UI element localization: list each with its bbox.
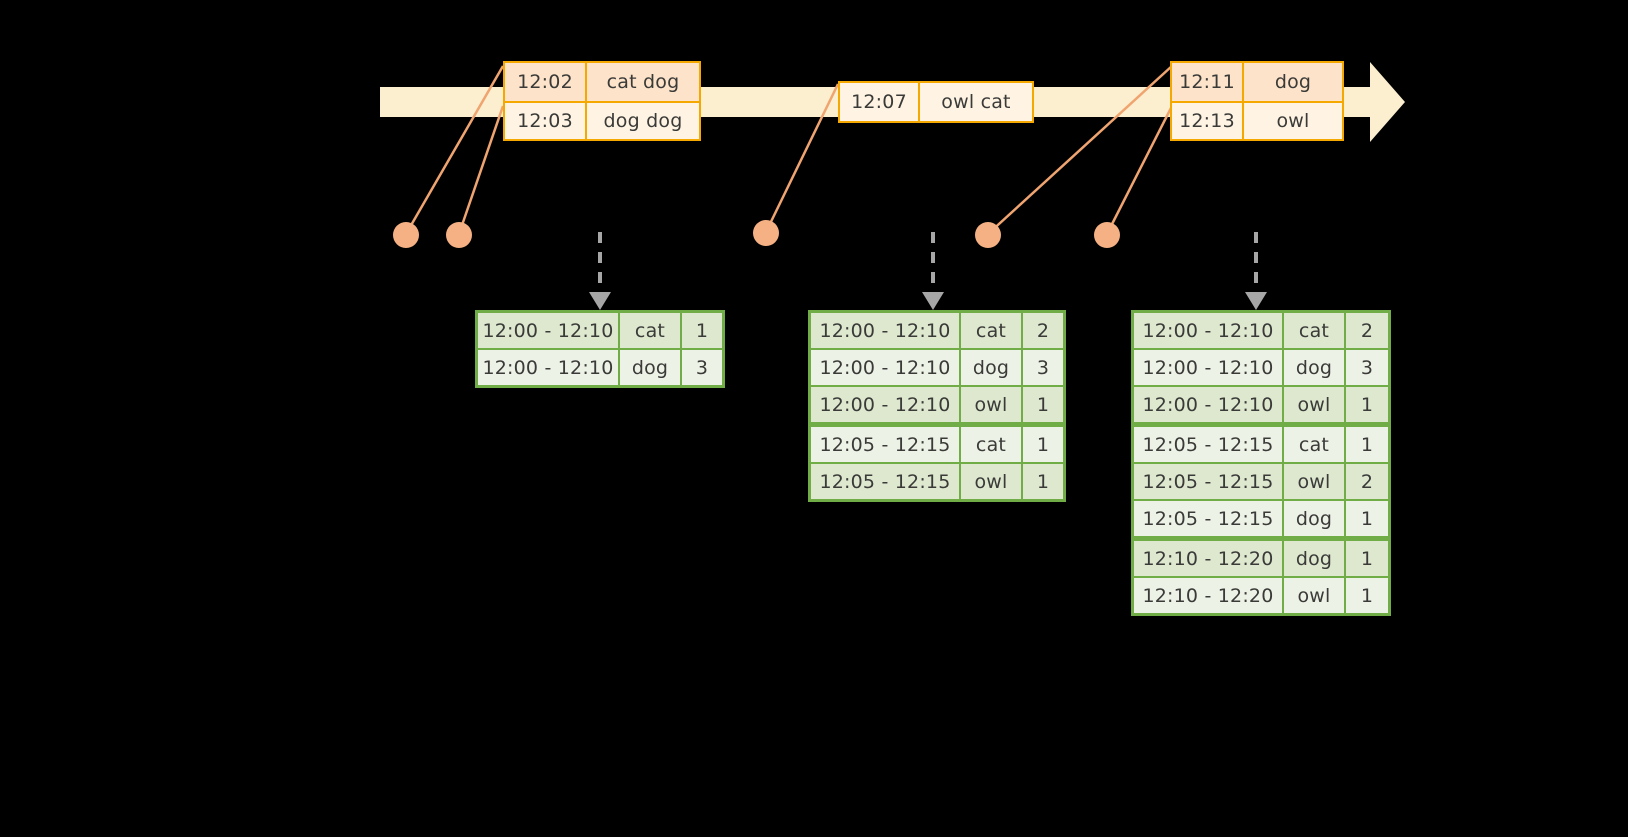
key-cell: dog: [1284, 541, 1344, 576]
count-cell: 1: [1023, 464, 1063, 499]
table-row[interactable]: 12:00 - 12:10 owl 1: [811, 387, 1063, 422]
event-time: 12:02: [505, 63, 587, 101]
event-time: 12:07: [840, 83, 920, 121]
event-row[interactable]: 12:13 owl: [1172, 101, 1342, 139]
table-row[interactable]: 12:10 - 12:20 owl 1: [1134, 578, 1388, 613]
event-value: cat dog: [606, 71, 680, 93]
event-value: dog: [1274, 71, 1312, 93]
table-row[interactable]: 12:10 - 12:20 dog 1: [1134, 541, 1388, 576]
event-row[interactable]: 12:03 dog dog: [505, 101, 699, 139]
event-dot-3: [753, 220, 779, 246]
count-cell: 1: [1023, 427, 1063, 462]
count-cell: 3: [1346, 350, 1388, 385]
arrowhead-3: [1245, 292, 1267, 310]
table-row[interactable]: 12:00 - 12:10 dog 3: [478, 350, 722, 385]
window-cell: 12:10 - 12:20: [1134, 578, 1282, 613]
count-cell: 1: [1346, 387, 1388, 422]
key-cell: owl: [1284, 464, 1344, 499]
table-row[interactable]: 12:00 - 12:10 cat 2: [1134, 313, 1388, 348]
key-cell: owl: [961, 464, 1021, 499]
window-cell: 12:00 - 12:10: [478, 350, 618, 385]
table-row[interactable]: 12:05 - 12:15 cat 1: [811, 427, 1063, 462]
table-row[interactable]: 12:05 - 12:15 dog 1: [1134, 501, 1388, 536]
window-cell: 12:05 - 12:15: [811, 464, 959, 499]
arrowhead-1: [589, 292, 611, 310]
key-cell: owl: [1284, 387, 1344, 422]
event-row[interactable]: 12:07 owl cat: [840, 83, 1032, 121]
window-cell: 12:00 - 12:10: [811, 387, 959, 422]
count-cell: 1: [682, 313, 722, 348]
key-cell: owl: [961, 387, 1021, 422]
table-row[interactable]: 12:05 - 12:15 owl 1: [811, 464, 1063, 499]
count-cell: 1: [1023, 387, 1063, 422]
event-time: 12:11: [1172, 63, 1244, 101]
key-cell: dog: [1284, 350, 1344, 385]
count-cell: 2: [1346, 464, 1388, 499]
events-group-3[interactable]: 12:11 dog 12:13 owl: [1170, 61, 1344, 141]
connector-line-3: [764, 83, 840, 233]
window-cell: 12:00 - 12:10: [1134, 313, 1282, 348]
table-row[interactable]: 12:00 - 12:10 dog 3: [811, 350, 1063, 385]
count-cell: 1: [1346, 427, 1388, 462]
event-dot-5: [1094, 222, 1120, 248]
key-cell: cat: [961, 427, 1021, 462]
window-cell: 12:00 - 12:10: [811, 350, 959, 385]
window-cell: 12:05 - 12:15: [811, 427, 959, 462]
key-cell: dog: [620, 350, 680, 385]
window-cell: 12:10 - 12:20: [1134, 541, 1282, 576]
window-cell: 12:00 - 12:10: [478, 313, 618, 348]
event-row[interactable]: 12:11 dog: [1172, 63, 1342, 101]
count-cell: 2: [1023, 313, 1063, 348]
result-table-1[interactable]: 12:00 - 12:10 cat 1 12:00 - 12:10 dog 3: [475, 310, 725, 388]
event-value: owl: [1276, 110, 1310, 132]
events-group-2[interactable]: 12:07 owl cat: [838, 81, 1034, 123]
event-dot-4: [975, 222, 1001, 248]
connector-line-2: [457, 105, 505, 235]
key-cell: cat: [961, 313, 1021, 348]
window-cell: 12:00 - 12:10: [811, 313, 959, 348]
event-time: 12:13: [1172, 103, 1244, 139]
result-table-3[interactable]: 12:00 - 12:10 cat 2 12:00 - 12:10 dog 3 …: [1131, 310, 1391, 616]
event-dot-1: [393, 222, 419, 248]
count-cell: 1: [1346, 578, 1388, 613]
connector-line-5: [1105, 105, 1174, 235]
result-table-2[interactable]: 12:00 - 12:10 cat 2 12:00 - 12:10 dog 3 …: [808, 310, 1066, 502]
event-value: dog dog: [603, 110, 683, 132]
key-cell: owl: [1284, 578, 1344, 613]
table-pointer-arrows: [598, 232, 1258, 295]
count-cell: 3: [682, 350, 722, 385]
window-cell: 12:05 - 12:15: [1134, 501, 1282, 536]
window-cell: 12:05 - 12:15: [1134, 464, 1282, 499]
window-cell: 12:00 - 12:10: [1134, 387, 1282, 422]
window-cell: 12:05 - 12:15: [1134, 427, 1282, 462]
connector-line-1: [404, 65, 505, 235]
table-row[interactable]: 12:00 - 12:10 dog 3: [1134, 350, 1388, 385]
count-cell: 1: [1346, 501, 1388, 536]
key-cell: cat: [1284, 313, 1344, 348]
table-row[interactable]: 12:05 - 12:15 owl 2: [1134, 464, 1388, 499]
key-cell: dog: [1284, 501, 1344, 536]
arrowhead-2: [922, 292, 944, 310]
event-dot-2: [446, 222, 472, 248]
count-cell: 3: [1023, 350, 1063, 385]
table-row[interactable]: 12:05 - 12:15 cat 1: [1134, 427, 1388, 462]
window-cell: 12:00 - 12:10: [1134, 350, 1282, 385]
key-cell: dog: [961, 350, 1021, 385]
table-pointer-arrowheads: [589, 292, 1267, 310]
key-cell: cat: [620, 313, 680, 348]
table-row[interactable]: 12:00 - 12:10 cat 2: [811, 313, 1063, 348]
event-time: 12:03: [505, 103, 587, 139]
table-row[interactable]: 12:00 - 12:10 cat 1: [478, 313, 722, 348]
event-value: owl cat: [941, 91, 1011, 113]
event-row[interactable]: 12:02 cat dog: [505, 63, 699, 101]
table-row[interactable]: 12:00 - 12:10 owl 1: [1134, 387, 1388, 422]
count-cell: 1: [1346, 541, 1388, 576]
events-group-1[interactable]: 12:02 cat dog 12:03 dog dog: [503, 61, 701, 141]
count-cell: 2: [1346, 313, 1388, 348]
key-cell: cat: [1284, 427, 1344, 462]
